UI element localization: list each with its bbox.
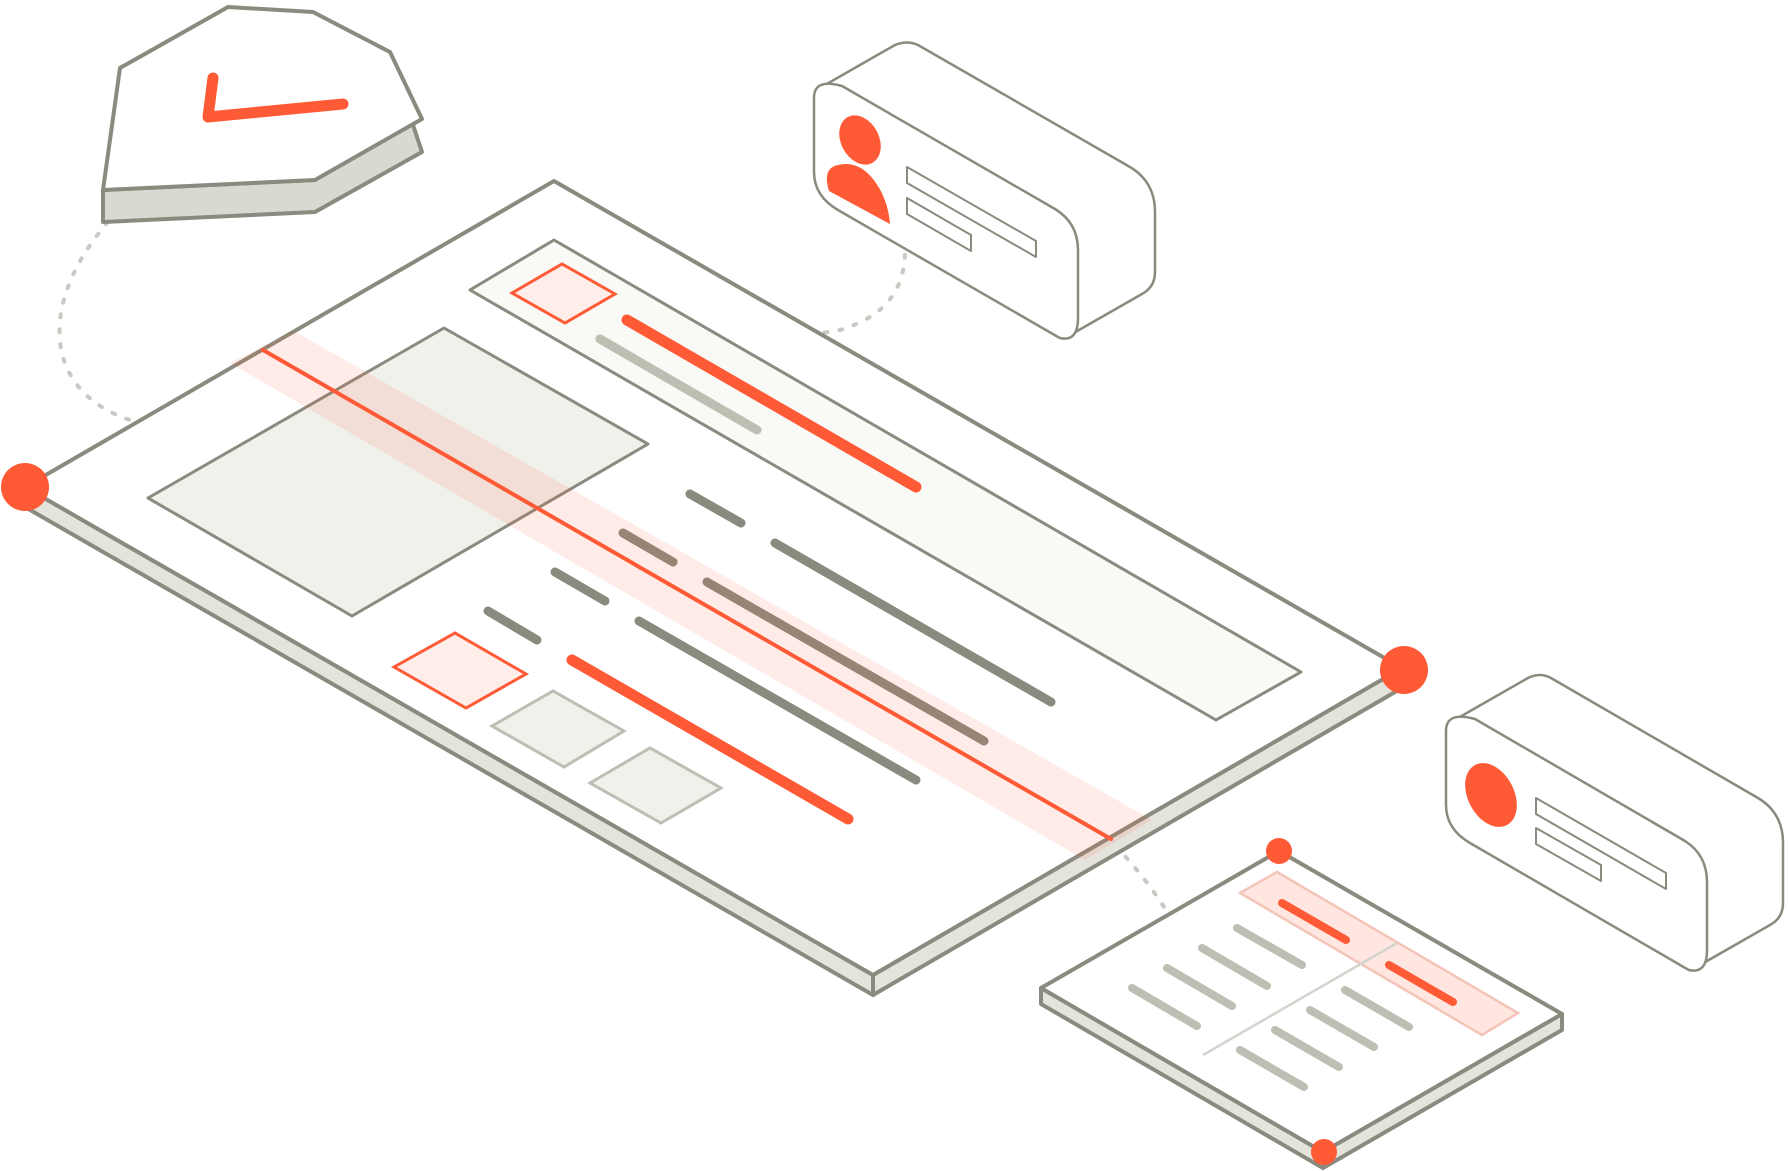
tablet-top: [1039, 849, 1564, 1154]
table-cell-accent-1: [1278, 899, 1350, 944]
tablet-handle-top: [1266, 838, 1292, 864]
header-panel: [468, 238, 1303, 722]
tablet-handle-bottom: [1311, 1139, 1337, 1165]
card-top-name-box: [906, 166, 1037, 258]
content-line-2-long: [702, 577, 989, 746]
table-cell: [1271, 1026, 1343, 1071]
table-cell: [1233, 924, 1306, 969]
checkmark-icon: [202, 72, 349, 123]
content-line-2-short: [618, 528, 678, 567]
table-cell: [1198, 944, 1271, 990]
content-line-4-accent: [566, 654, 854, 825]
board-handle-right: [1380, 646, 1428, 694]
header-title-line: [621, 314, 922, 493]
card-right-face: [1444, 715, 1709, 972]
scan-line: [261, 348, 1113, 841]
table-cell: [1341, 986, 1413, 1031]
content-line-1-long: [770, 538, 1056, 707]
main-board: [1, 179, 1428, 997]
option-square-1: [488, 689, 627, 769]
card-right-name-box: [1535, 797, 1667, 890]
avatar-body: [826, 163, 890, 224]
table-cell: [1128, 984, 1201, 1030]
card-top-detail-box: [906, 197, 972, 252]
card-right-detail-box: [1535, 827, 1602, 882]
card-right-back: [1457, 673, 1785, 967]
image-block: [146, 326, 650, 618]
table-cell: [1163, 964, 1236, 1010]
content-line-3-long: [634, 616, 921, 785]
avatar-head: [1465, 763, 1517, 827]
header-subtitle-line: [595, 334, 762, 435]
content-line-1-short: [685, 489, 746, 528]
content-line-3-short: [550, 567, 610, 606]
table-divider: [1202, 941, 1398, 1057]
user-profile-card-icon: [812, 41, 1157, 340]
data-table-tablet: [1039, 838, 1564, 1170]
header-logo-square: [508, 262, 619, 325]
table-cell-accent-2: [1385, 961, 1457, 1006]
selected-square: [390, 631, 530, 710]
board-handle-left: [1, 463, 49, 511]
table-cell: [1236, 1046, 1308, 1091]
connector-shield-to-board: [57, 220, 352, 464]
avatar-head: [839, 115, 881, 165]
table-cell: [1306, 1006, 1378, 1051]
option-square-2: [586, 746, 725, 825]
table-cells: [1128, 924, 1413, 1091]
content-line-4-short: [483, 606, 542, 645]
checkmark-shield-icon: [101, 5, 424, 224]
user-profile-card-icon: [1444, 673, 1785, 972]
card-top-back: [824, 41, 1157, 336]
shield-face: [101, 5, 424, 192]
